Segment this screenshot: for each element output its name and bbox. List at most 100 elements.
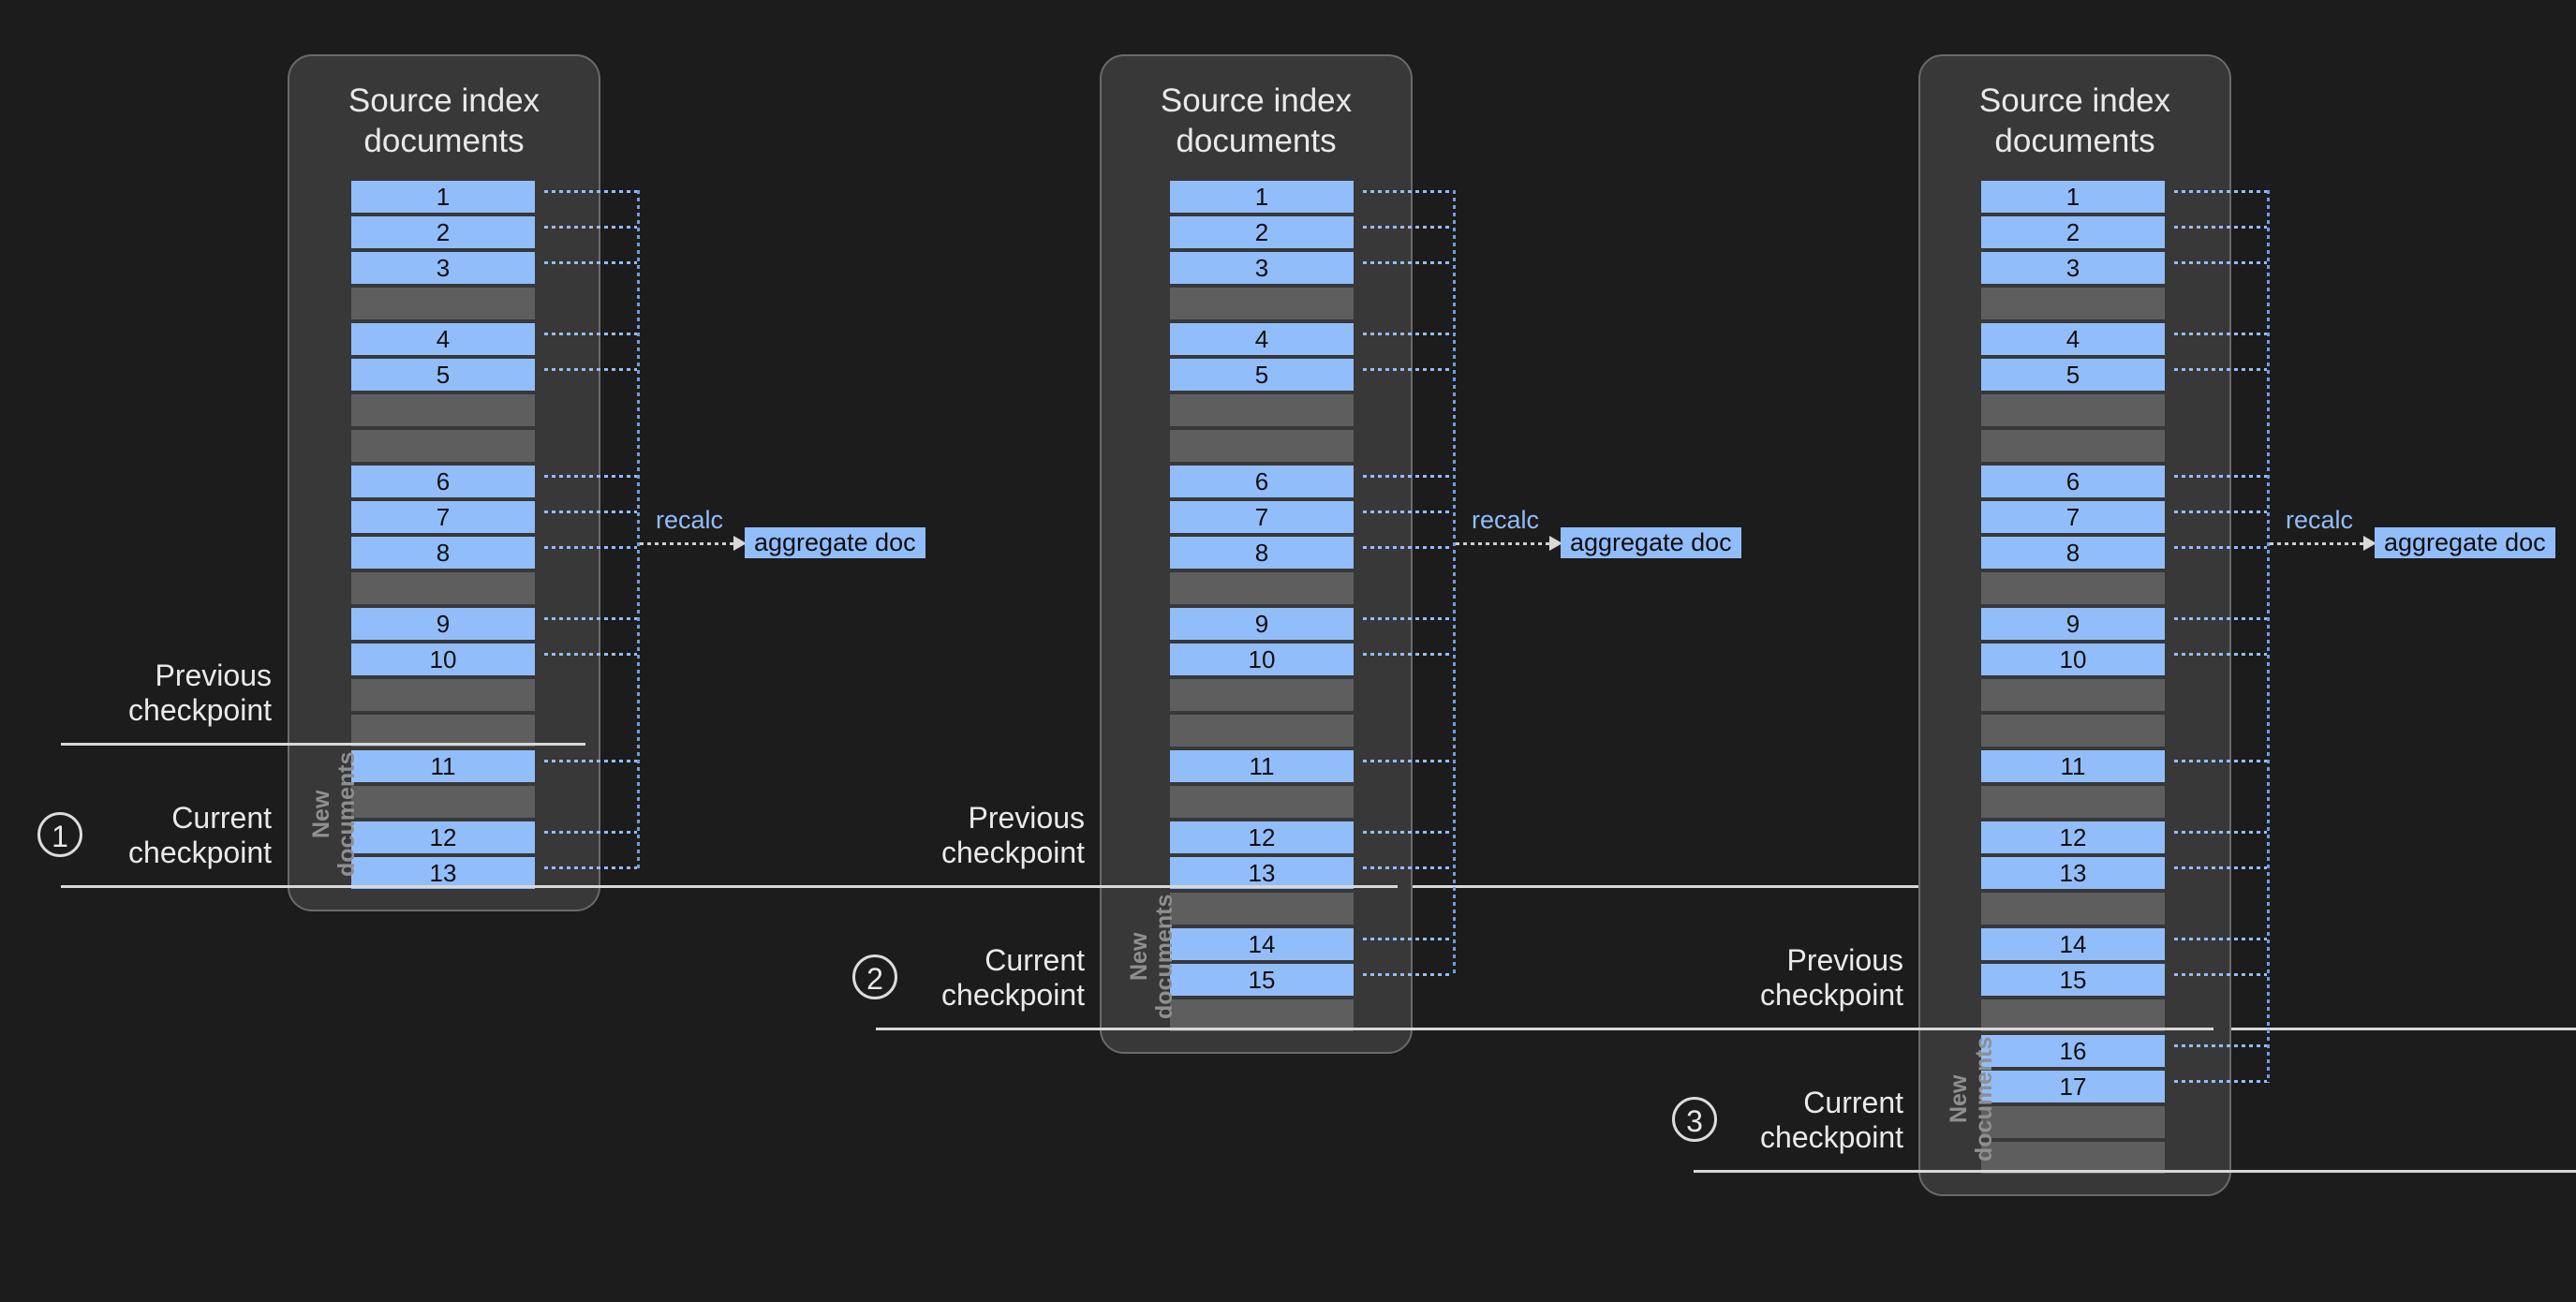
document-slot: 15: [1170, 964, 1354, 996]
previous-checkpoint-label: Previous checkpoint: [1760, 943, 1903, 1012]
doc-connector-line: [2174, 510, 2267, 513]
empty-slot: [1170, 999, 1354, 1031]
document-slot: 9: [351, 608, 535, 640]
doc-connector-line: [1363, 190, 1453, 193]
document-slot: 14: [1170, 928, 1354, 960]
recalc-arrow-head: [1549, 536, 1562, 551]
empty-slot: [1981, 1106, 2165, 1138]
empty-slot: [351, 394, 535, 426]
new-documents-label: New documents: [308, 751, 360, 877]
current-checkpoint-rule: [1694, 1170, 2576, 1173]
document-slot: 3: [1170, 252, 1354, 284]
aggregation-bus-line: [2267, 190, 2270, 1083]
empty-slot: [1170, 715, 1354, 747]
empty-slot: [1170, 786, 1354, 818]
document-slot: 8: [1981, 537, 2165, 569]
doc-connector-line: [544, 653, 637, 656]
current-checkpoint-label: Current checkpoint: [128, 801, 272, 869]
document-slot: 9: [1170, 608, 1354, 640]
doc-connector-line: [2174, 617, 2267, 620]
empty-slot: [351, 430, 535, 462]
doc-connector-line: [544, 190, 637, 193]
doc-connector-line: [544, 261, 637, 264]
doc-connector-line: [544, 475, 637, 478]
doc-connector-line: [2174, 333, 2267, 335]
empty-slot: [1170, 394, 1354, 426]
doc-connector-line: [1363, 938, 1453, 940]
recalc-arrow-line: [1456, 542, 1549, 545]
doc-connector-line: [1363, 475, 1453, 478]
document-slot: 7: [351, 501, 535, 533]
doc-connector-line: [2174, 973, 2267, 976]
document-slot: 6: [351, 466, 535, 497]
doc-connector-line: [1363, 617, 1453, 620]
doc-connector-line: [2174, 653, 2267, 656]
empty-slot: [1170, 572, 1354, 604]
document-slot: 16: [1981, 1035, 2165, 1067]
previous-checkpoint-rule: [1694, 1028, 2213, 1030]
empty-slot: [1170, 679, 1354, 711]
document-slot: 15: [1981, 964, 2165, 996]
empty-slot: [1170, 893, 1354, 925]
doc-connector-line: [2174, 1044, 2267, 1047]
doc-connector-line: [544, 866, 637, 869]
doc-connector-line: [544, 760, 637, 762]
doc-connector-line: [544, 333, 637, 335]
doc-connector-line: [544, 617, 637, 620]
document-slot: 6: [1981, 466, 2165, 497]
doc-connector-line: [2174, 866, 2267, 869]
empty-slot: [351, 786, 535, 818]
doc-connector-line: [1363, 333, 1453, 335]
document-slot: 10: [1170, 644, 1354, 675]
document-slot: 11: [1170, 750, 1354, 782]
doc-connector-line: [2174, 261, 2267, 264]
recalc-label: recalc: [2286, 506, 2354, 534]
document-slot: 3: [351, 252, 535, 284]
doc-connector-line: [1363, 831, 1453, 834]
document-slot: 4: [1981, 323, 2165, 355]
aggregation-bus-line: [1453, 190, 1456, 976]
document-slot: 10: [1981, 644, 2165, 675]
doc-connector-line: [544, 368, 637, 371]
doc-connector-line: [1363, 653, 1453, 656]
empty-slot: [1981, 394, 2165, 426]
empty-slot: [351, 715, 535, 747]
doc-connector-line: [544, 831, 637, 834]
document-slot: 1: [351, 181, 535, 213]
document-slot: 5: [1981, 359, 2165, 391]
recalc-arrow-line: [640, 542, 733, 545]
document-slot: 2: [1170, 216, 1354, 248]
recalc-arrow-head: [2363, 536, 2376, 551]
document-slot: 4: [1170, 323, 1354, 355]
document-slot: 17: [1981, 1071, 2165, 1102]
empty-slot: [1981, 679, 2165, 711]
empty-slot: [1170, 288, 1354, 319]
document-slot: 4: [351, 323, 535, 355]
empty-slot: [1981, 715, 2165, 747]
doc-connector-line: [544, 546, 637, 549]
previous-checkpoint-label: Previous checkpoint: [128, 658, 272, 727]
aggregate-doc-box: aggregate doc: [1561, 527, 1741, 558]
doc-connector-line: [544, 510, 637, 513]
current-checkpoint-label: Current checkpoint: [941, 943, 1085, 1012]
doc-connector-line: [1363, 866, 1453, 869]
document-slot: 13: [351, 857, 535, 889]
doc-connector-line: [2174, 1080, 2267, 1083]
document-slot: 13: [1170, 857, 1354, 889]
document-slot: 7: [1981, 501, 2165, 533]
document-slot: 5: [351, 359, 535, 391]
empty-slot: [1981, 893, 2165, 925]
doc-connector-line: [2174, 190, 2267, 193]
doc-connector-line: [1363, 261, 1453, 264]
document-slot: 9: [1981, 608, 2165, 640]
document-slot: 12: [1981, 821, 2165, 853]
aggregate-doc-box: aggregate doc: [2375, 527, 2555, 558]
panel-title: Source index documents: [1978, 82, 2171, 159]
step-number-3: 3: [1672, 1097, 1717, 1142]
doc-connector-line: [1363, 368, 1453, 371]
empty-slot: [1981, 430, 2165, 462]
previous-checkpoint-rule: [61, 743, 585, 746]
document-slot: 2: [351, 216, 535, 248]
doc-connector-line: [2174, 546, 2267, 549]
